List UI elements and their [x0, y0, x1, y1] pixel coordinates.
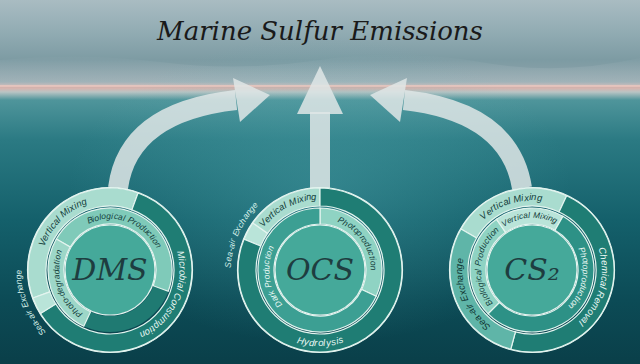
segment-label: Vertical Mixing: [220, 170, 420, 364]
label-char: o: [368, 260, 379, 266]
label-char: d: [261, 269, 271, 274]
label-char: g: [13, 274, 24, 280]
label-char: a: [453, 274, 465, 281]
segment-label: Hydrolysis: [220, 170, 420, 364]
label-char: n: [453, 269, 465, 275]
label-char: x: [523, 191, 529, 203]
species-wheel: CS₂Vertical MixingBiological ProductionV…: [432, 170, 632, 364]
label-char: [530, 211, 533, 221]
label-char: e: [13, 269, 23, 274]
label-char: g: [453, 263, 465, 269]
label-char: e: [454, 257, 466, 264]
label-char: n: [13, 279, 24, 285]
process-segment: Sea-air Exchange: [220, 170, 420, 364]
label-char: e: [599, 259, 611, 266]
label-char: n: [369, 265, 379, 270]
segment-label: Photo-degradation: [10, 170, 210, 364]
segment-label: Sea-air Exchange: [220, 170, 420, 364]
species-wheel: OCSSea-air ExchangeVertical MixingPhotop…: [220, 170, 420, 364]
label-char: M: [532, 211, 540, 221]
segment-label: Sea-air Exchange: [10, 170, 210, 364]
species-name: CS₂: [488, 248, 576, 292]
label-char: o: [177, 269, 189, 275]
label-char: a: [522, 211, 528, 221]
segment-label: Sea-air Exchange: [432, 170, 632, 364]
process-segment: Dark Production: [220, 170, 420, 364]
label-char: a: [51, 264, 61, 270]
label-char: l: [473, 269, 483, 271]
label-char: g: [106, 211, 111, 221]
label-char: r: [177, 266, 188, 270]
label-char: l: [528, 211, 531, 221]
label-char: o: [101, 211, 107, 222]
label-char: g: [311, 191, 317, 203]
species-wheel: DMSVertical MixingBiological ProductionM…: [10, 170, 210, 364]
process-segment: Photoproduction: [220, 170, 420, 364]
species-name: DMS: [66, 248, 154, 292]
label-char: o: [318, 337, 324, 348]
label-char: o: [581, 265, 591, 270]
process-segment: Photo-degradation: [10, 170, 210, 364]
label-char: d: [51, 269, 61, 274]
process-segment: Sea-air Exchange: [432, 170, 632, 364]
segment-label: Photoproduction: [220, 170, 420, 364]
label-char: m: [599, 265, 610, 273]
label-char: S: [223, 261, 234, 268]
process-segment: Vertical Mixing: [220, 170, 420, 364]
label-char: d: [308, 337, 315, 349]
label-char: p: [581, 270, 591, 275]
label-char: n: [531, 191, 537, 203]
label-char: g: [536, 191, 543, 203]
label-char: o: [261, 274, 272, 280]
segment-label: Dark Production: [220, 170, 420, 364]
label-char: a: [51, 274, 62, 280]
label-char: c: [177, 261, 189, 267]
process-segment: Sea-air Exchange: [10, 170, 210, 364]
label-char: r: [314, 337, 318, 349]
diagram-title: Marine Sulfur Emissions: [0, 16, 640, 46]
process-segment: Hydrolysis: [220, 170, 420, 364]
label-char: i: [528, 191, 531, 202]
species-name: OCS: [276, 248, 364, 292]
